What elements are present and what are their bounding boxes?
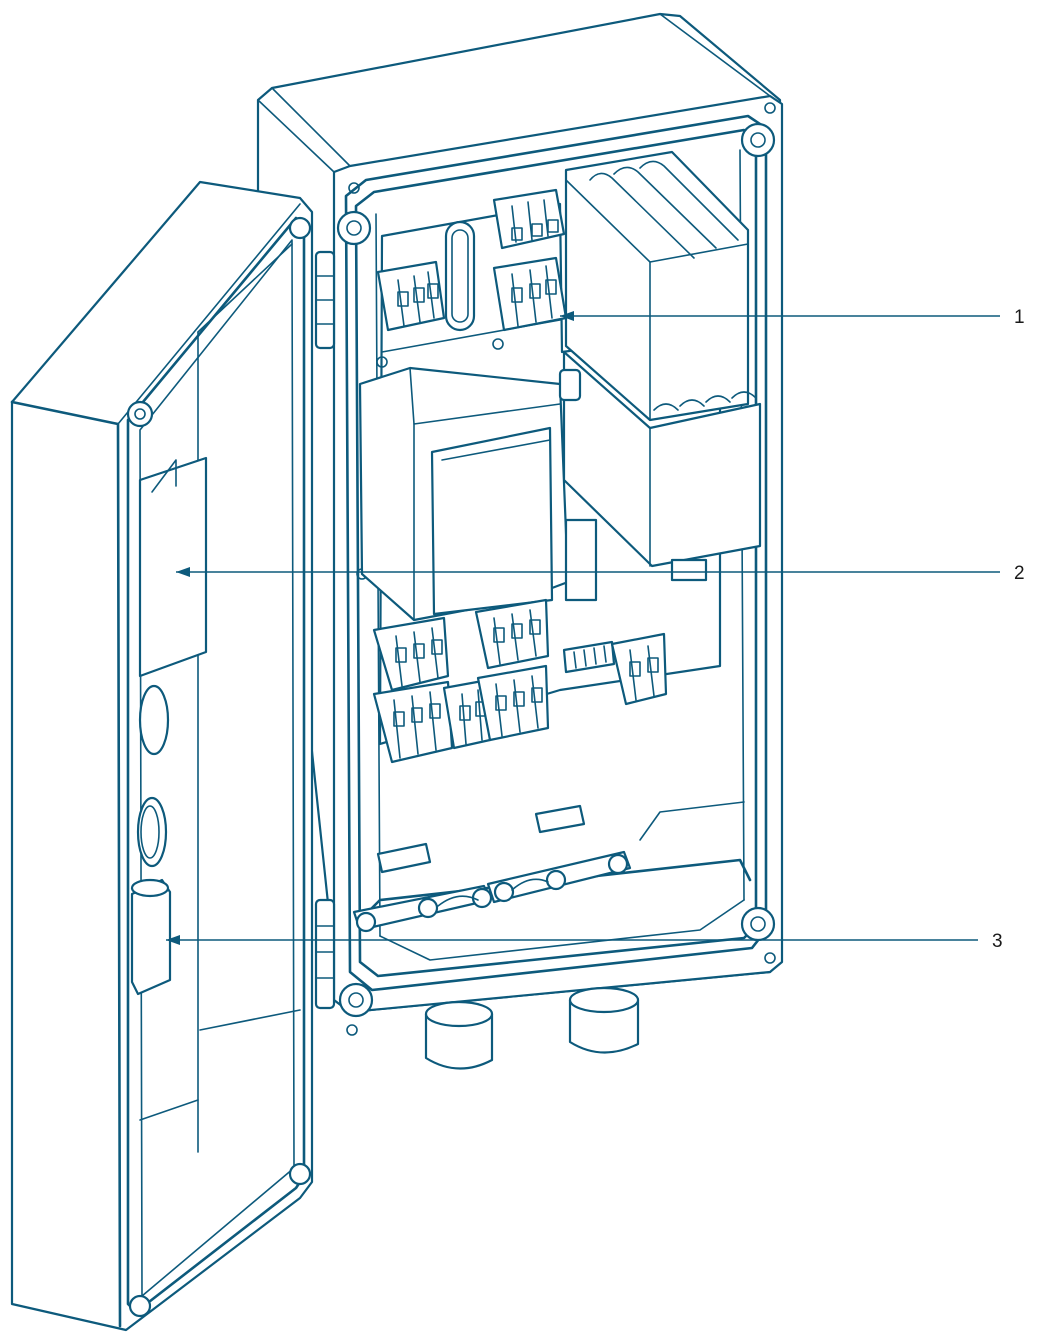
callout-1-arrowhead xyxy=(560,311,574,321)
callout-3-label: 3 xyxy=(992,931,1003,952)
callout-2-arrowhead xyxy=(176,567,190,577)
cable-clamps xyxy=(352,804,632,933)
callout-1: 1 xyxy=(560,307,1025,328)
enclosure-lid xyxy=(10,180,314,1332)
callout-3-arrowhead xyxy=(166,935,180,945)
transformer xyxy=(358,366,598,622)
callout-2-label: 2 xyxy=(1014,563,1025,584)
hinges xyxy=(314,250,336,1010)
callout-2: 2 xyxy=(176,563,1025,584)
terminal-blocks xyxy=(372,188,668,764)
callout-1-label: 1 xyxy=(1014,307,1025,328)
cable-glands xyxy=(424,986,640,1070)
callout-3: 3 xyxy=(166,931,1003,952)
heatsink-block xyxy=(562,150,762,582)
